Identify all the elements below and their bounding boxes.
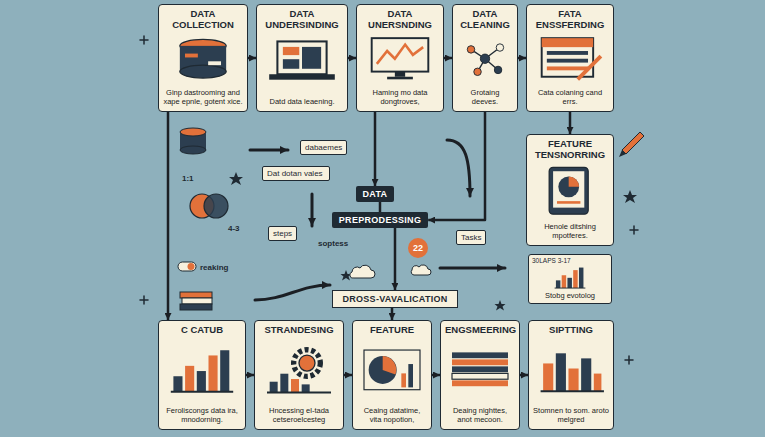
note-tag: dabaemes (300, 140, 347, 155)
node-body: Grotaing deeves. (457, 88, 513, 106)
table-icon (531, 33, 609, 84)
flow-arrow (246, 374, 254, 377)
flow-arrow (344, 374, 352, 377)
node-heading: ENGSMEERING (445, 325, 515, 336)
node-body: Stobg evotolog (532, 292, 608, 300)
server-icon (163, 33, 243, 84)
node-heading: FEATURE TENSNORRING (531, 139, 609, 160)
node-body: Stomnen to som. aroto melgred (533, 406, 609, 424)
node-body: Deaing nighttes, anot mecoon. (445, 406, 515, 424)
node-heading: SIPTTING (533, 325, 609, 336)
note-text: soptess (318, 239, 348, 248)
node-heading: DROSS-VAVALICATION (342, 294, 447, 304)
callout-number: 22 (408, 238, 428, 258)
icon-holder (361, 33, 439, 84)
icon-holder (163, 339, 241, 403)
node-heading: DATA CLEANING (457, 9, 513, 30)
flow-arrow (520, 374, 528, 377)
flow-arrow (518, 57, 526, 60)
flow-arrow (167, 112, 170, 320)
flow-arrow (432, 374, 440, 377)
process-box: ENGSMEERING Deaing nighttes, anot mecoon. (440, 320, 520, 430)
icon-holder (532, 265, 608, 291)
process-box: STRANDESING Hncessing el-tada cetseroelce… (254, 320, 344, 430)
flow-arrow (428, 112, 485, 220)
icon-holder (445, 339, 515, 403)
node-heading: DATA UNDERSINDING (261, 9, 343, 30)
node-heading: C CATUB (163, 325, 241, 336)
flow-arrow (379, 202, 382, 212)
process-box: FEATURE Ceaing datatime, vita nopotion, (352, 320, 432, 430)
monitor-icon (361, 33, 439, 84)
bars-icon (532, 265, 608, 291)
stacked-books-icon (180, 292, 212, 310)
note-tag: Dat dotan vales (262, 166, 330, 181)
network-icon (457, 33, 513, 84)
cylinder-icon (180, 128, 206, 154)
icon-holder (531, 33, 609, 84)
process-box: DATA UNDERSINDING Datd data leaening. (256, 4, 348, 112)
venn-icon (190, 194, 228, 218)
flow-arrow (391, 308, 394, 320)
bars-icon (163, 339, 241, 403)
flow-arrow (374, 112, 377, 186)
process-box: DATA COLLECTION Ginp dastrooming and xape… (158, 4, 248, 112)
process-box: C CATUB Feroliscongs data ira, mnodorning… (158, 320, 246, 430)
node-body: Henole ditshing mpotferes. (531, 222, 609, 240)
cloud-icons (350, 265, 431, 278)
ratio-label: 4-3 (228, 224, 240, 233)
node-body: Cata colaning cand errs. (531, 88, 609, 106)
pie-icon (357, 339, 427, 403)
node-body: Feroliscongs data ira, mnodorning. (163, 406, 241, 424)
node-body: Haming mo data dongtroves, (361, 88, 439, 106)
flow-arrow (348, 57, 356, 60)
node-heading: FEATURE (357, 325, 427, 336)
process-box: DATA CLEANING Grotaing deeves. (452, 4, 518, 112)
process-box: DATA UNERSNDING Haming mo data dongtroves… (356, 4, 444, 112)
tablet-icon (531, 163, 609, 218)
node-heading: DATA (363, 189, 388, 199)
icon-holder (533, 339, 609, 403)
stage-tag: PREPRODESSING (332, 212, 428, 228)
stage-tag: DATA (356, 186, 395, 202)
node-heading: PREPRODESSING (339, 215, 421, 225)
node-heading: DATA UNERSNDING (361, 9, 439, 30)
process-box: FATA ENSSFERDING Cata colaning cand errs. (526, 4, 614, 112)
laptop-icon (261, 33, 343, 94)
note-tag: Tasks (456, 230, 486, 245)
note-tag: steps (268, 226, 297, 241)
icon-holder (259, 339, 339, 403)
node-body: Ceaing datatime, vita nopotion, (357, 406, 427, 424)
node-body: Hncessing el-tada cetseroelcesteg (259, 406, 339, 424)
flow-arrow (248, 57, 256, 60)
stage-box: DROSS-VAVALICATION (332, 290, 457, 308)
toggle-icon (178, 262, 196, 271)
process-box: FEATURE TENSNORRING Henole ditshing mpotf… (526, 134, 614, 246)
note-text: reaking (200, 263, 228, 272)
icon-holder (357, 339, 427, 403)
process-box: SIPTTING Stomnen to som. aroto melgred (528, 320, 614, 430)
node-body: Ginp dastrooming and xape epnle, gotent … (163, 88, 243, 106)
node-heading: DATA COLLECTION (163, 9, 243, 30)
icon-holder (457, 33, 513, 84)
stripes-icon (445, 339, 515, 403)
gear-icon (259, 339, 339, 403)
pencil-icon (619, 132, 644, 157)
node-heading: STRANDESING (259, 325, 339, 336)
flow-arrow (394, 228, 397, 290)
bars2-icon (533, 339, 609, 403)
node-heading: 30LAPS 3-17 (532, 257, 608, 264)
node-heading: FATA ENSSFERDING (531, 9, 609, 30)
chart-panel: 30LAPS 3-17Stobg evotolog (528, 254, 612, 304)
flow-arrow (444, 57, 452, 60)
icon-holder (261, 33, 343, 94)
flow-arrow (569, 112, 572, 134)
ratio-label: 1:1 (182, 174, 194, 183)
icon-holder (163, 33, 243, 84)
node-body: Datd data leaening. (261, 97, 343, 106)
icon-holder (531, 163, 609, 218)
